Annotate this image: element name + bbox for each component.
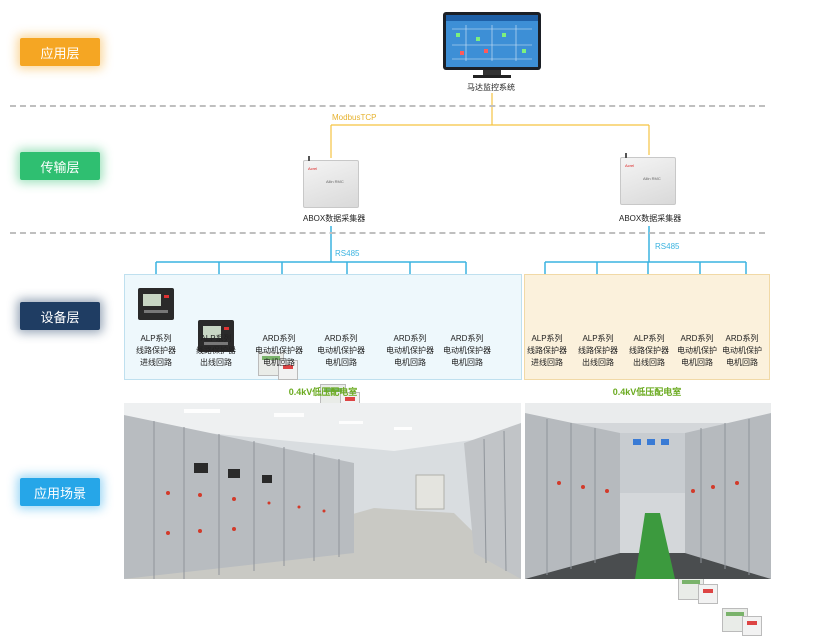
gateway-brand: Acrel (625, 163, 635, 168)
device-caption: ALP系列线路保护器出线回路 (629, 334, 669, 367)
device-caption: ARD系列电动机保护器电机回路 (443, 334, 491, 367)
device-caption: ALP系列线路保护器出线回路 (196, 334, 236, 367)
monitor-icon (443, 12, 541, 78)
device-caption: ARD系列电动机保护器电机回路 (386, 334, 434, 367)
gateway-label-right: ABOX数据采集器 (619, 214, 682, 223)
connection-lines (155, 93, 747, 282)
separator-line (10, 105, 765, 107)
device-panel-left (124, 274, 522, 380)
rs485-label-right: RS485 (655, 242, 680, 251)
device-caption: ALP系列线路保护器出线回路 (578, 334, 618, 367)
rs485-label-left: RS485 (335, 249, 360, 258)
gateway-device-left: Acrel Allin RMC (303, 156, 359, 208)
gateway-brand: Acrel (308, 166, 318, 171)
gateway-label-left: ABOX数据采集器 (303, 214, 366, 223)
device-caption: ARD系列电动机保护器电机回路 (317, 334, 365, 367)
device-caption: ALP系列线路保护器进线回路 (136, 334, 176, 367)
switchgear-room-photo-right (525, 403, 771, 579)
device-caption: ARD系列电动机保护电机回路 (677, 334, 717, 367)
gateway-model: Allin RMC (643, 176, 661, 181)
device-panel-right (524, 274, 770, 380)
architecture-diagram: 应用层 传输层 设备层 应用场景 (10, 12, 771, 636)
monitor-label: 马达监控系统 (467, 83, 515, 92)
room-title-right: 0.4kV低压配电室 (612, 387, 682, 397)
layer-device-badge: 设备层 (20, 302, 100, 330)
ard-protector-icon (258, 350, 298, 382)
modbus-lines (330, 93, 650, 158)
layer-transmission-badge: 传输层 (20, 152, 100, 180)
device-caption: ARD系列电动机保护电机回路 (722, 334, 762, 367)
layer-application-badge: 应用层 (20, 38, 100, 66)
device-caption: ARD系列电动机保护器电机回路 (255, 334, 303, 367)
modbus-label: ModbusTCP (332, 113, 377, 122)
switchgear-room-photo-left (124, 403, 521, 579)
device-caption: ALP系列线路保护器进线回路 (527, 334, 567, 367)
alp-protector-icon (138, 288, 174, 320)
ard-protector-icon (722, 606, 762, 638)
layer-scene-badge: 应用场景 (20, 478, 100, 506)
separator-line (10, 232, 765, 234)
room-title-left: 0.4kV低压配电室 (288, 387, 358, 397)
alp-protector-icon (198, 320, 234, 352)
gateway-model: Allin RMC (326, 179, 344, 184)
gateway-device-right: Acrel Allin RMC (620, 153, 676, 205)
